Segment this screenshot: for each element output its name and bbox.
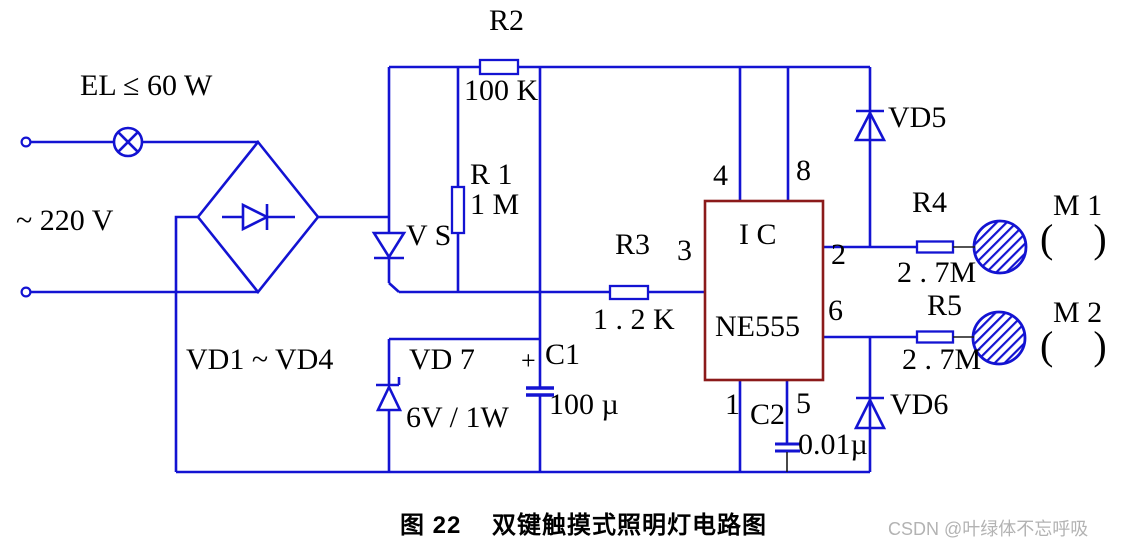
ic-part-name: NE555 — [715, 310, 800, 343]
c1-value: 100 µ — [549, 388, 619, 421]
touch-plate-m2-icon — [971, 310, 1027, 366]
resistor-r5-icon — [915, 330, 955, 344]
mains-label: ~ 220 V — [16, 204, 114, 237]
m1-name: M 1 — [1053, 189, 1103, 222]
c2-value: 0.01µ — [798, 428, 868, 461]
ic-pin3-label: 3 — [677, 234, 692, 267]
resistor-r2-icon — [478, 58, 520, 76]
lamp-icon — [31, 126, 258, 158]
ic-name: I C — [739, 218, 777, 251]
bridge-rectifier-icon — [196, 139, 320, 295]
thyristor-vs-icon — [371, 231, 407, 293]
c1-name: C1 — [545, 338, 581, 371]
ic-pin6-label: 6 — [828, 294, 843, 327]
wire-dc-minus — [174, 215, 198, 472]
m2-name: M 2 — [1053, 296, 1103, 329]
r2-value: 100 K — [464, 74, 539, 107]
lamp-label: EL ≤ 60 W — [80, 69, 213, 102]
r1-name: R 1 — [470, 158, 513, 191]
capacitor-c1-icon — [526, 67, 554, 472]
capacitor-c2-icon — [775, 380, 800, 453]
figure-caption: 图 22 双键触摸式照明灯电路图 — [400, 512, 768, 539]
vd7-value: 6V / 1W — [406, 401, 509, 434]
ic-pin4-label: 4 — [713, 159, 728, 192]
resistor-r1-icon — [450, 67, 466, 292]
resistor-r3-icon — [608, 284, 650, 301]
r2-name: R2 — [489, 4, 525, 37]
ic-ne555-box — [703, 199, 825, 382]
r4-value: 2 . 7M — [897, 256, 977, 289]
c2-name: C2 — [750, 398, 786, 431]
zener-vd7-icon — [375, 339, 403, 472]
mains-terminal-top-icon — [20, 136, 32, 148]
r5-value: 2 . 7M — [902, 343, 982, 376]
r4-name: R4 — [912, 186, 948, 219]
ic-pin8-label: 8 — [796, 154, 811, 187]
ic-pin1-label: 1 — [725, 388, 740, 421]
mains-terminal-bottom-icon — [20, 286, 32, 298]
ic-pin2-label: 2 — [831, 238, 846, 271]
m1-paren: ( ) — [1040, 216, 1107, 261]
vd6-label: VD6 — [890, 388, 949, 421]
r1-value: 1 M — [470, 188, 520, 221]
r3-value: 1 . 2 K — [593, 303, 675, 336]
csdn-watermark: CSDN @叶绿体不忘呼吸 — [888, 519, 1089, 539]
touch-plate-m1-icon — [972, 219, 1028, 275]
c1-plus: + — [521, 346, 536, 375]
diode-vd6-icon — [853, 337, 887, 472]
vd7-name: VD 7 — [409, 343, 475, 376]
bridge-label: VD1 ~ VD4 — [186, 343, 334, 376]
diode-vd5-icon — [853, 67, 887, 247]
vd5-label: VD5 — [888, 101, 947, 134]
ic-pin5-label: 5 — [796, 387, 811, 420]
r3-name: R3 — [615, 228, 651, 261]
r5-name: R5 — [927, 289, 963, 322]
m2-paren: ( ) — [1040, 323, 1107, 368]
thyristor-label: V S — [406, 219, 452, 252]
resistor-r4-icon — [915, 240, 955, 254]
